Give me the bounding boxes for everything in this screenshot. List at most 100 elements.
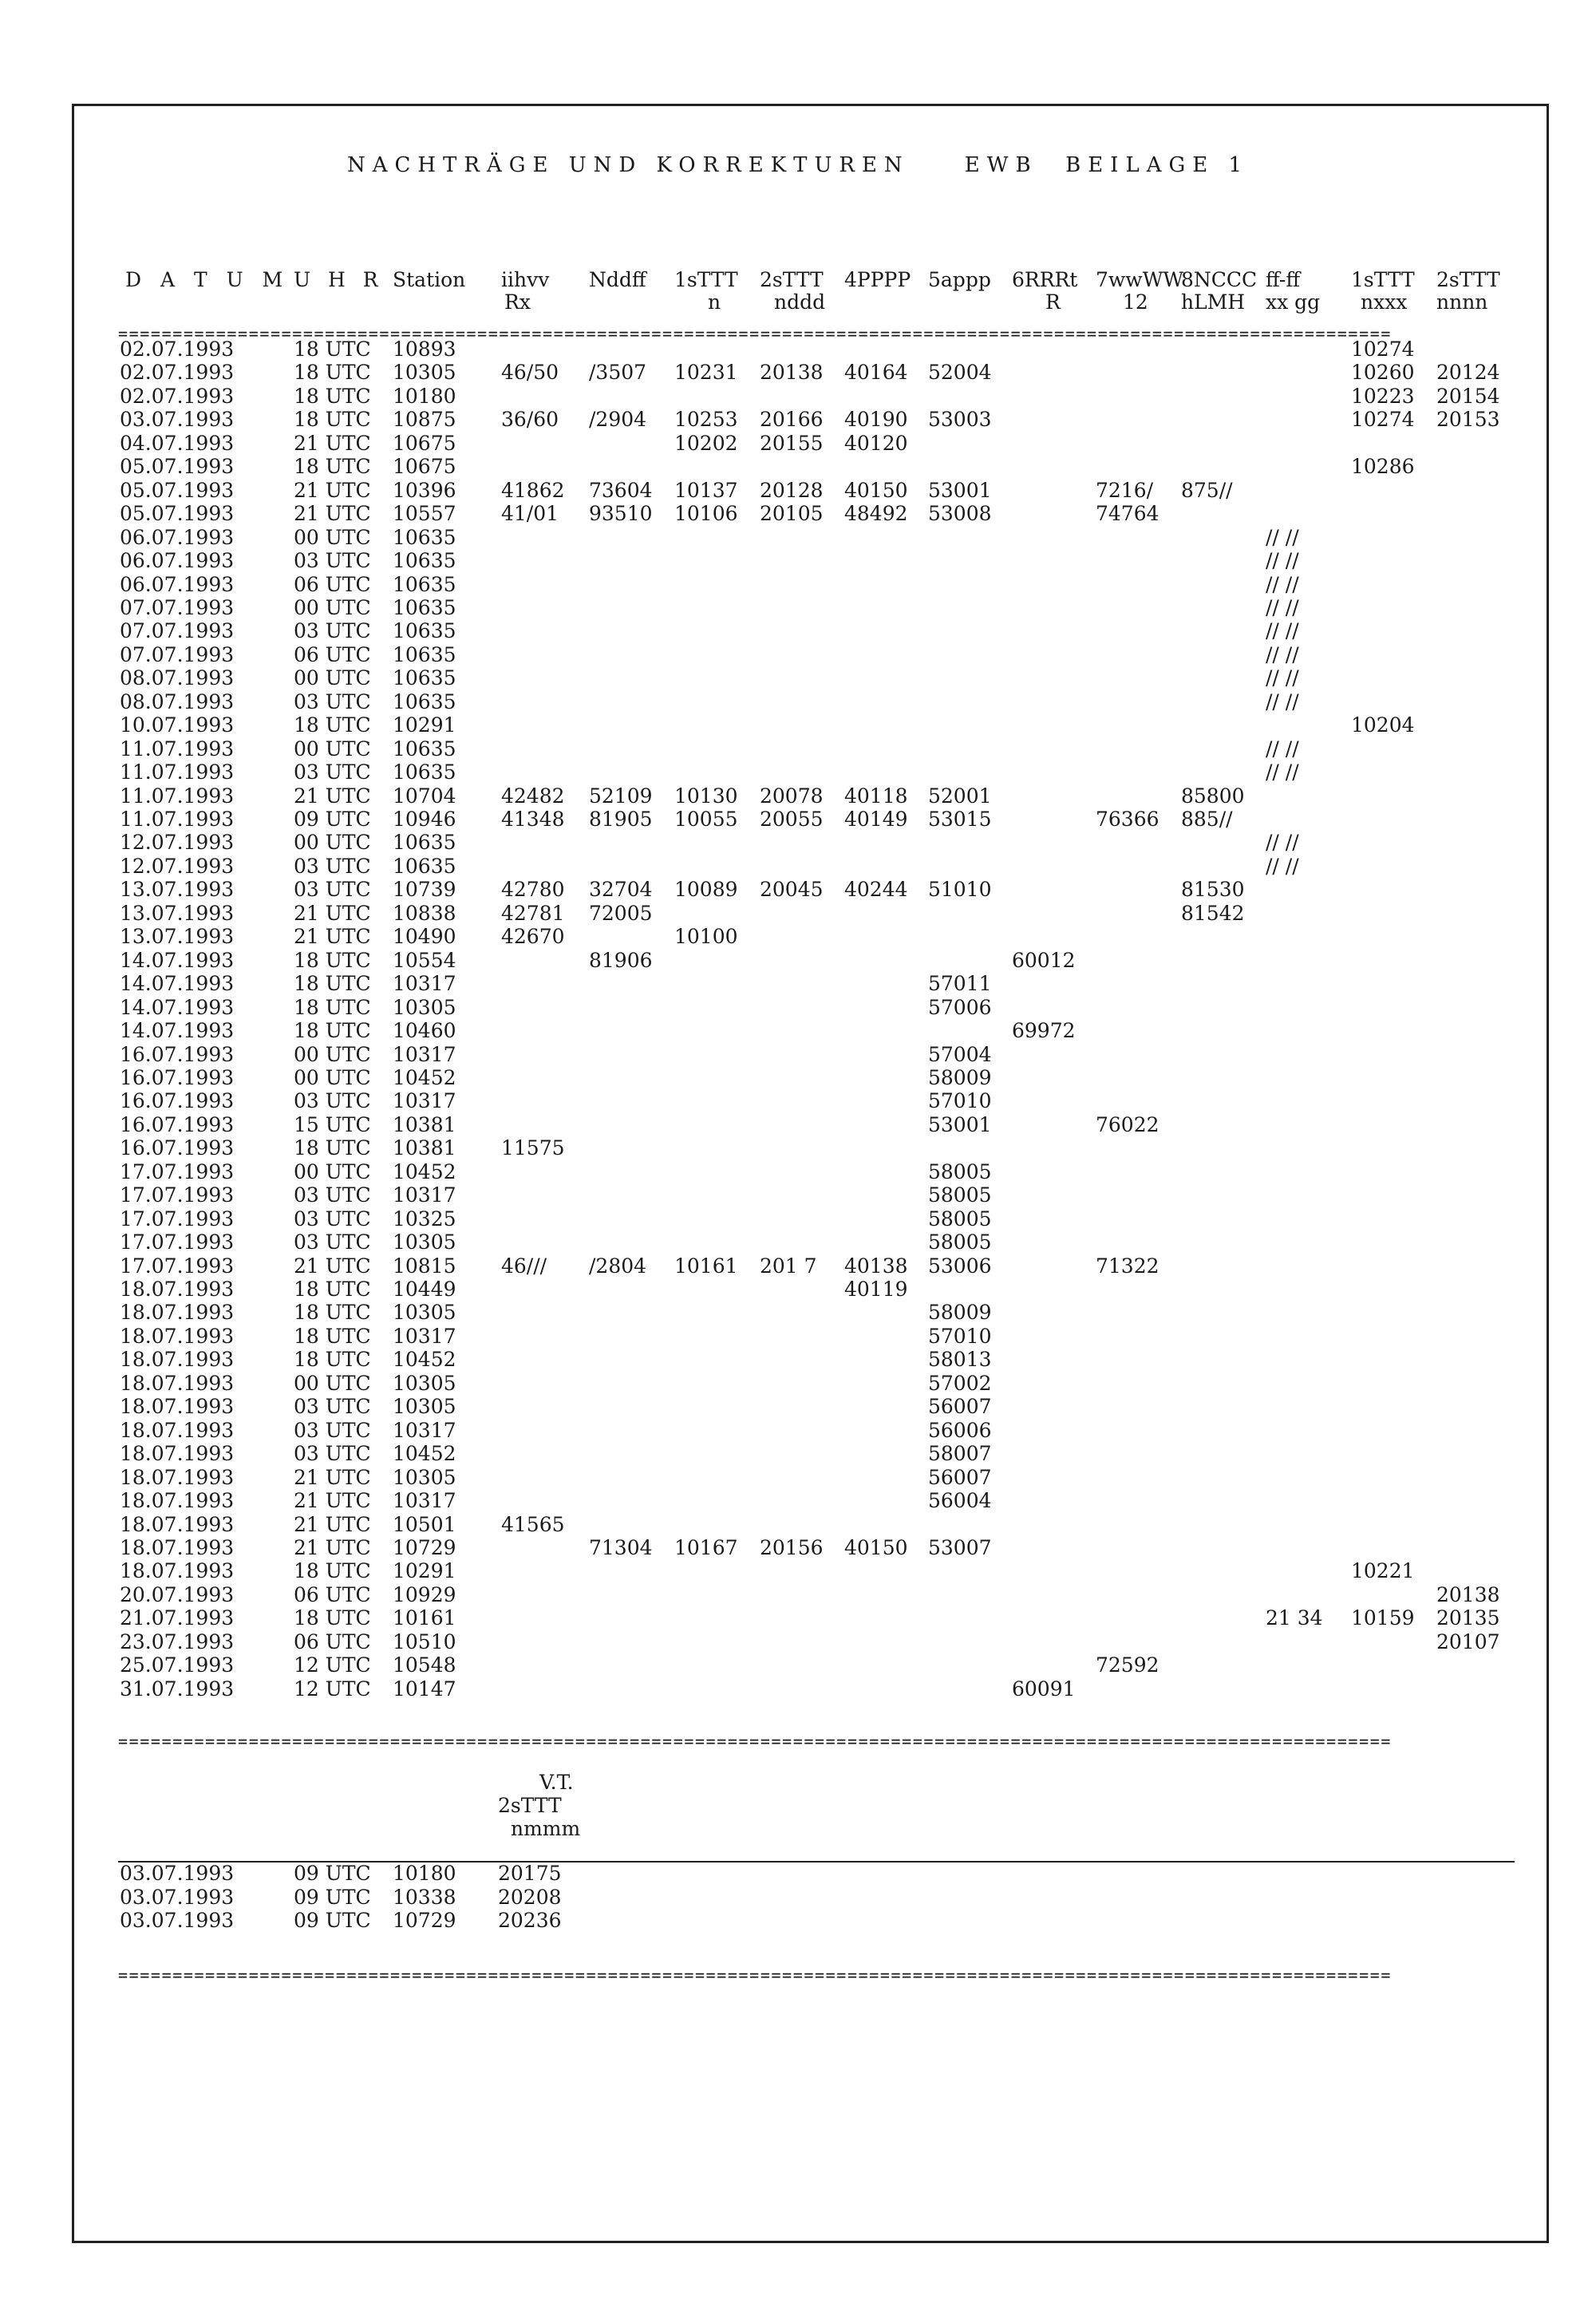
cell-ff: // //: [1266, 690, 1299, 713]
cell-station: 10317: [393, 1419, 456, 1442]
cell-g5: 52004: [928, 361, 992, 384]
vt-cell-uhr: 09 UTC: [294, 1886, 371, 1909]
cell-station: 10635: [393, 549, 456, 572]
cell-g8: 81542: [1181, 902, 1245, 925]
cell-x1: 10159: [1351, 1606, 1415, 1629]
cell-x1: 10286: [1351, 455, 1415, 478]
column-header-g4: 4PPPP: [844, 268, 911, 291]
cell-ff: // //: [1266, 549, 1299, 572]
cell-station: 10317: [393, 1325, 456, 1348]
cell-g1: 10253: [674, 408, 738, 431]
cell-uhr: 09 UTC: [294, 808, 371, 831]
cell-datum: 06.07.1993: [120, 549, 235, 572]
column-header-nddff: Nddff: [589, 268, 646, 291]
cell-datum: 11.07.1993: [120, 808, 235, 831]
cell-g5: 53001: [928, 479, 992, 502]
cell-station: 10929: [393, 1583, 456, 1606]
cell-g8: 85800: [1181, 784, 1245, 808]
cell-ff: // //: [1266, 831, 1299, 854]
vt-cell-uhr: 09 UTC: [294, 1862, 371, 1885]
cell-x1: 10221: [1351, 1559, 1415, 1582]
cell-datum: 16.07.1993: [120, 1136, 235, 1159]
cell-g4: 40120: [844, 432, 908, 455]
cell-station: 10510: [393, 1630, 456, 1653]
document-frame: [72, 104, 1549, 2243]
cell-x1: 10204: [1351, 713, 1415, 737]
cell-uhr: 12 UTC: [294, 1677, 371, 1701]
cell-g5: 57002: [928, 1372, 992, 1395]
cell-datum: 13.07.1993: [120, 902, 235, 925]
cell-uhr: 21 UTC: [294, 432, 371, 455]
cell-datum: 18.07.1993: [120, 1513, 235, 1536]
cell-uhr: 00 UTC: [294, 1372, 371, 1395]
cell-datum: 02.07.1993: [120, 338, 235, 361]
vt-header-line-2: 2sTTT: [498, 1794, 562, 1817]
cell-datum: 16.07.1993: [120, 1043, 235, 1066]
cell-station: 10305: [393, 1395, 456, 1418]
cell-station: 10291: [393, 713, 456, 737]
cell-ff: // //: [1266, 573, 1299, 596]
vt-cell-datum: 03.07.1993: [120, 1862, 235, 1885]
cell-uhr: 21 UTC: [294, 925, 371, 948]
cell-g8: 885//: [1181, 808, 1233, 831]
cell-uhr: 21 UTC: [294, 1536, 371, 1559]
cell-datum: 18.07.1993: [120, 1466, 235, 1489]
cell-station: 10449: [393, 1278, 456, 1301]
cell-datum: 17.07.1993: [120, 1160, 235, 1183]
cell-datum: 05.07.1993: [120, 502, 235, 525]
cell-g2: 20128: [760, 479, 824, 502]
cell-datum: 14.07.1993: [120, 949, 235, 972]
cell-x1: 10274: [1351, 408, 1415, 431]
cell-station: 10305: [393, 1466, 456, 1489]
cell-station: 10635: [393, 596, 456, 619]
cell-ff: // //: [1266, 596, 1299, 619]
cell-datum: 18.07.1993: [120, 1372, 235, 1395]
vt-cell-datum: 03.07.1993: [120, 1886, 235, 1909]
cell-station: 10305: [393, 1301, 456, 1324]
cell-ff: // //: [1266, 643, 1299, 666]
cell-station: 10815: [393, 1254, 456, 1278]
cell-uhr: 03 UTC: [294, 690, 371, 713]
cell-datum: 23.07.1993: [120, 1630, 235, 1653]
cell-datum: 16.07.1993: [120, 1113, 235, 1136]
cell-station: 10875: [393, 408, 456, 431]
cell-station: 10452: [393, 1348, 456, 1371]
cell-datum: 14.07.1993: [120, 1019, 235, 1042]
column-header-g5: 5appp: [928, 268, 991, 291]
cell-datum: 04.07.1993: [120, 432, 235, 455]
column-header-station: Station: [393, 268, 466, 291]
cell-station: 10635: [393, 666, 456, 689]
cell-x2: 20124: [1436, 361, 1500, 384]
cell-x1: 10274: [1351, 338, 1415, 361]
cell-station: 10635: [393, 760, 456, 784]
cell-station: 10460: [393, 1019, 456, 1042]
cell-x2: 20154: [1436, 385, 1500, 408]
cell-g4: 40150: [844, 1536, 908, 1559]
cell-g2: 20105: [760, 502, 824, 525]
cell-g2: 20078: [760, 784, 824, 808]
column-subheader-x1: nxxx: [1361, 290, 1408, 314]
cell-iihvv: 41862: [501, 479, 565, 502]
cell-uhr: 18 UTC: [294, 996, 371, 1019]
cell-datum: 08.07.1993: [120, 666, 235, 689]
cell-datum: 11.07.1993: [120, 784, 235, 808]
cell-iihvv: 42670: [501, 925, 565, 948]
cell-uhr: 18 UTC: [294, 1559, 371, 1582]
cell-datum: 05.07.1993: [120, 455, 235, 478]
cell-datum: 14.07.1993: [120, 972, 235, 995]
cell-station: 10704: [393, 784, 456, 808]
cell-ff: // //: [1266, 619, 1299, 642]
cell-datum: 17.07.1993: [120, 1207, 235, 1230]
cell-station: 10557: [393, 502, 456, 525]
cell-uhr: 18 UTC: [294, 1606, 371, 1629]
cell-uhr: 03 UTC: [294, 549, 371, 572]
column-header-g8: 8NCCC: [1181, 268, 1258, 291]
cell-g2: 20155: [760, 432, 824, 455]
cell-g7: 72592: [1096, 1653, 1159, 1677]
cell-uhr: 00 UTC: [294, 1066, 371, 1089]
cell-g5: 53001: [928, 1113, 992, 1136]
cell-uhr: 06 UTC: [294, 1583, 371, 1606]
cell-ff: // //: [1266, 760, 1299, 784]
cell-station: 10635: [393, 526, 456, 549]
vt-cell-station: 10729: [393, 1909, 456, 1932]
